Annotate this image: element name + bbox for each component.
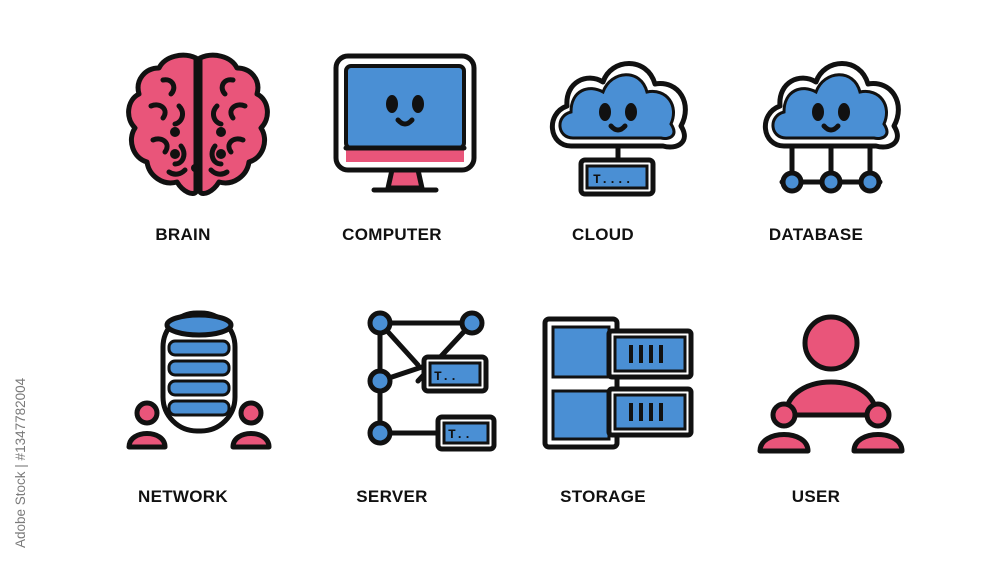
computer-label: COMPUTER [342,225,442,244]
brain-label: BRAIN [155,225,211,244]
cloud-cell: T.... CLOUD [503,50,703,290]
user-label: USER [791,487,841,506]
server-label: SERVER [356,487,428,506]
storage-rack-icon [542,316,694,450]
user-network-icon [757,314,905,454]
cloud-icon: T.... [549,61,688,197]
cloud-label: CLOUD [572,225,634,244]
computer-icon [333,53,477,193]
svg-text:T..: T.. [448,427,471,442]
svg-text:T..: T.. [434,369,457,384]
network-label: NETWORK [138,487,228,506]
storage-label: STORAGE [560,487,646,506]
server-cell: T.. T.. SERVER [292,305,497,545]
storage-cell: STORAGE [503,305,703,545]
cloud-database-icon [762,61,901,194]
network-cell: NETWORK [83,305,283,545]
server-stack-network-icon [126,310,272,450]
svg-text:T....: T.... [593,172,632,187]
brain-cell: BRAIN [83,50,283,290]
database-label: DATABASE [768,225,864,244]
database-cell: DATABASE [716,50,916,290]
server-tree-icon: T.. T.. [367,310,497,452]
brain-icon [126,52,270,197]
user-cell: USER [716,305,916,545]
computer-cell: COMPUTER [292,50,492,290]
